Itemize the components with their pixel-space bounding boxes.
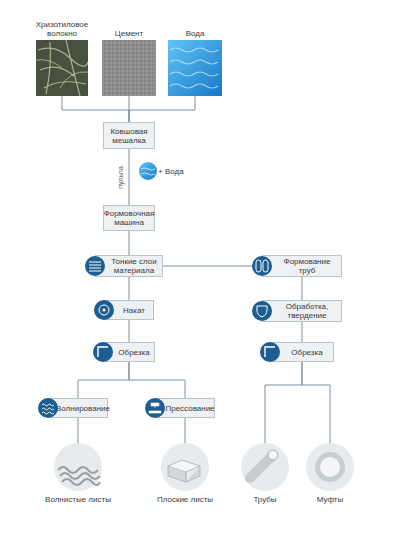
fiber-photo: [36, 40, 88, 96]
node-text: Волнирование: [56, 404, 110, 413]
pipe-photo: [241, 443, 289, 491]
process-box: Волнирование: [48, 398, 108, 418]
flow-connector: [129, 231, 130, 255]
node-text: Обрезка: [291, 348, 322, 357]
node-text: Вода: [166, 14, 224, 38]
node-text: Обрезка: [118, 348, 149, 357]
process-box: Формовочная машина: [103, 205, 155, 231]
node-text: Хризотиловое волокно: [30, 14, 94, 38]
process-box: Обработка, твердение: [262, 300, 342, 322]
material-node: Хризотиловое волокно: [30, 14, 94, 96]
water-photo: [168, 40, 222, 96]
flow-connector: [302, 277, 303, 300]
flow-connector: [78, 418, 79, 443]
node-text: Тонкие слои материала: [108, 257, 160, 275]
flow-connector: [302, 322, 303, 342]
flow-connector: [302, 362, 330, 443]
process-box: Обрезка: [103, 342, 155, 362]
process-box: Накат: [104, 300, 154, 320]
flow-connector: [129, 320, 130, 342]
product-node: Волнистые листы: [50, 443, 106, 517]
node-text: Муфты: [296, 495, 364, 504]
material-node: Цемент: [100, 14, 158, 96]
node-text: Плоские листы: [151, 495, 219, 504]
node-text: Трубы: [231, 495, 299, 504]
water-icon: [139, 162, 157, 180]
coupling-photo: [306, 443, 354, 491]
node-text: Формование труб: [275, 257, 339, 275]
flow-connector: [78, 362, 129, 398]
process-box: Обрезка: [270, 342, 334, 362]
process-box: Прессование: [155, 398, 215, 418]
flow-connector: [129, 362, 185, 398]
process-box: Тонкие слои материала: [95, 255, 163, 277]
flow-connector: [129, 277, 130, 300]
wavy-sheet-photo: [54, 443, 102, 491]
edge-label: пульпа: [116, 166, 123, 189]
product-node: Трубы: [237, 443, 293, 517]
flow-connector: [129, 149, 130, 205]
flow-connector: [62, 96, 129, 122]
cement-photo: [102, 40, 156, 96]
product-node: Муфты: [302, 443, 358, 517]
flow-connector: [265, 362, 302, 443]
product-node: Плоские листы: [157, 443, 213, 517]
flat-sheet-photo: [161, 443, 209, 491]
node-text: Обработка, твердение: [275, 302, 339, 320]
flow-connector: [129, 96, 195, 122]
flow-connector: [163, 266, 262, 267]
node-text: Формовочная машина: [104, 209, 155, 227]
node-text: Волнистые листы: [44, 495, 112, 504]
node-text: Ковшовая мешалка: [106, 127, 152, 145]
additive-node: + Вода: [138, 162, 190, 180]
process-box: Ковшовая мешалка: [103, 122, 155, 149]
flow-connector: [185, 418, 186, 443]
node-text: Прессование: [165, 404, 214, 413]
process-box: Формование труб: [262, 255, 342, 277]
node-text: Накат: [123, 306, 145, 315]
node-text: + Вода: [158, 162, 184, 180]
material-node: Вода: [166, 14, 224, 96]
node-text: Цемент: [100, 14, 158, 38]
